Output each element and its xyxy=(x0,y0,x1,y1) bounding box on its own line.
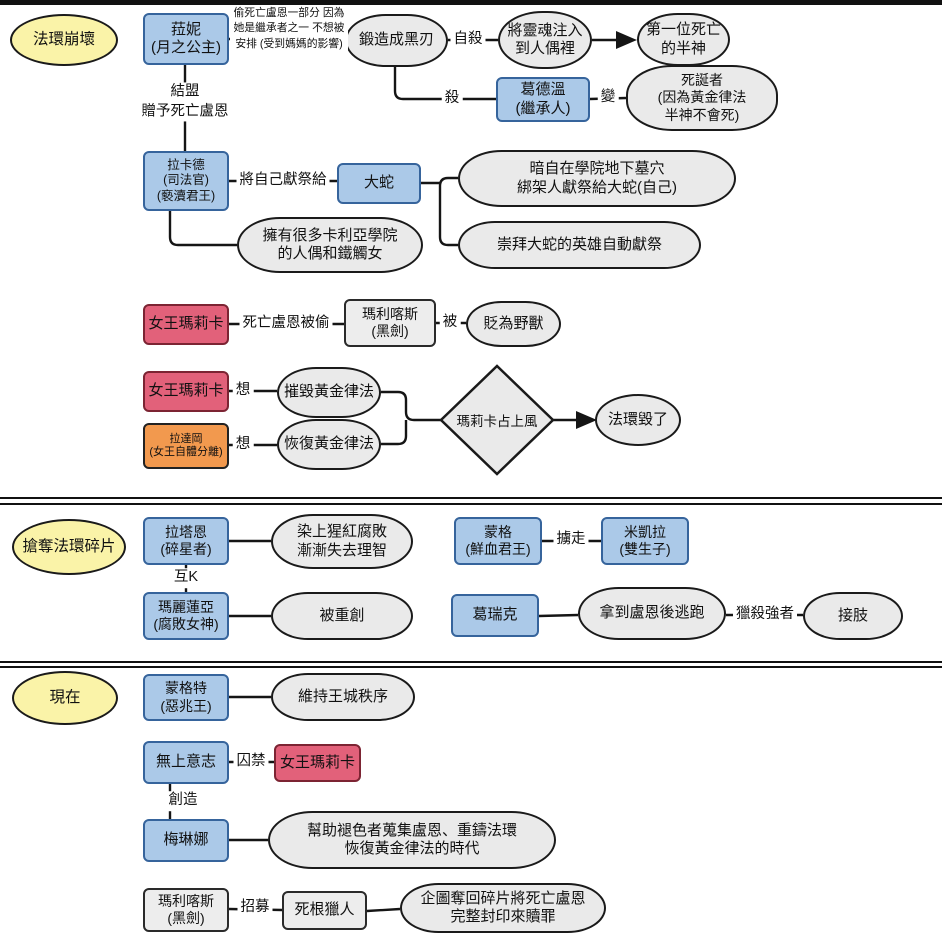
decision-diamond xyxy=(439,364,555,476)
section-badge-shard-war: 搶奪法環碎片 xyxy=(12,519,126,575)
node-scarlet-rot: 染上猩紅腐敗 漸漸失去理智 xyxy=(271,514,413,569)
section-badge-ring-shatter: 法環崩壞 xyxy=(10,14,118,66)
node-melina: 梅琳娜 xyxy=(143,819,229,862)
node-great-serpent: 大蛇 xyxy=(337,163,421,204)
edge-label-recruit: 招募 xyxy=(237,898,273,918)
edge-label-by: 被 xyxy=(439,313,461,333)
edge-label-want-1: 想 xyxy=(232,381,254,401)
node-radahn: 拉塔恩 (碎星者) xyxy=(143,517,229,565)
node-rykard: 拉卡德 (司法官) (褻瀆君王) xyxy=(143,151,229,211)
section-divider xyxy=(0,503,942,505)
edge-label-imprison: 囚禁 xyxy=(233,752,269,772)
node-maliketh-2: 瑪利喀斯 (黑劍) xyxy=(143,888,229,932)
node-badly-wounded: 被重創 xyxy=(271,592,413,640)
node-queen-marika-3: 女王瑪莉卡 xyxy=(274,744,361,782)
node-godrick: 葛瑞克 xyxy=(451,594,539,637)
node-deathroot-hunters: 死根獵人 xyxy=(282,891,367,930)
edge-label-alliance: 結盟 贈予死亡盧恩 xyxy=(138,82,232,122)
node-first-dead-demigod: 第一位死亡 的半神 xyxy=(637,13,730,66)
node-flee-with-rune: 拿到盧恩後逃跑 xyxy=(578,587,726,640)
node-malenia: 瑪麗蓮亞 (腐敗女神) xyxy=(143,592,229,640)
node-forge-black-blade: 鍛造成黑刃 xyxy=(345,14,448,67)
edge-label-want-2: 想 xyxy=(232,435,254,455)
edge-label-rune-stolen: 死亡盧恩被偷 xyxy=(239,314,333,334)
section-divider xyxy=(0,666,942,668)
edge-label-self-sacrifice: 將自己獻祭給 xyxy=(236,171,330,191)
node-grafting: 接肢 xyxy=(803,592,903,640)
section-badge-now: 現在 xyxy=(12,671,118,725)
node-keep-capital-order: 維持王城秩序 xyxy=(271,673,415,721)
edge-label-kill: 殺 xyxy=(441,89,463,109)
node-seal-death-rune: 企圖奪回碎片將死亡盧恩 完整封印來贖罪 xyxy=(400,883,606,933)
note-ranni-motive: 偷死亡盧恩一部分 因為她是繼承者之一 不想被安排 (受到媽媽的影響) xyxy=(230,6,348,68)
node-mohg: 蒙格 (鮮血君王) xyxy=(454,517,542,565)
section-divider xyxy=(0,661,942,663)
edge-label-suicide: 自殺 xyxy=(450,30,486,50)
node-queen-marika-1: 女王瑪莉卡 xyxy=(143,304,229,345)
node-queen-marika-2: 女王瑪莉卡 xyxy=(143,371,229,412)
edge-label-become: 變 xyxy=(597,88,619,108)
top-border xyxy=(0,0,942,5)
arrow-icon xyxy=(616,31,637,49)
node-hero-sacrifice: 崇拜大蛇的英雄自動獻祭 xyxy=(458,221,701,269)
node-marika-prevails: 瑪莉卡占上風 xyxy=(456,414,538,429)
node-help-tarnished: 幫助褪色者蒐集盧恩、重鑄法環 恢復黃金律法的時代 xyxy=(268,811,556,869)
node-godwyn: 葛德溫 (繼承人) xyxy=(496,77,590,122)
node-ranni: 菈妮 (月之公主) xyxy=(143,13,229,65)
node-demoted-to-beast: 貶為野獸 xyxy=(466,301,561,347)
edge-label-hunt-strong: 獵殺強者 xyxy=(733,605,797,625)
node-soul-into-doll: 將靈魂注入 到人偶裡 xyxy=(498,11,592,69)
node-ring-broken: 法環毀了 xyxy=(595,394,681,446)
node-secret-sacrifice: 暗自在學院地下墓穴 綁架人獻祭給大蛇(自己) xyxy=(458,150,736,207)
section-divider xyxy=(0,497,942,499)
node-carian-puppets: 擁有很多卡利亞學院 的人偶和鐵觸女 xyxy=(237,217,423,273)
arrow-icon xyxy=(576,411,597,429)
edge-label-create: 創造 xyxy=(165,791,201,811)
node-morgott: 蒙格特 (惡兆王) xyxy=(143,674,229,721)
node-radagon: 拉達岡 (女王自體分離) xyxy=(143,423,229,469)
edge-label-abduct: 擄走 xyxy=(553,530,589,550)
edge-label-fight-each-other: 互K xyxy=(170,568,202,588)
node-destroy-golden-order: 摧毀黃金律法 xyxy=(277,367,381,418)
node-restore-golden-order: 恢復黃金律法 xyxy=(277,419,381,470)
node-greater-will: 無上意志 xyxy=(143,741,229,784)
node-deathbirth: 死誕者 (因為黃金律法 半神不會死) xyxy=(626,65,778,131)
node-miquella: 米凱拉 (雙生子) xyxy=(601,517,689,565)
node-maliketh-1: 瑪利喀斯 (黑劍) xyxy=(344,299,436,347)
